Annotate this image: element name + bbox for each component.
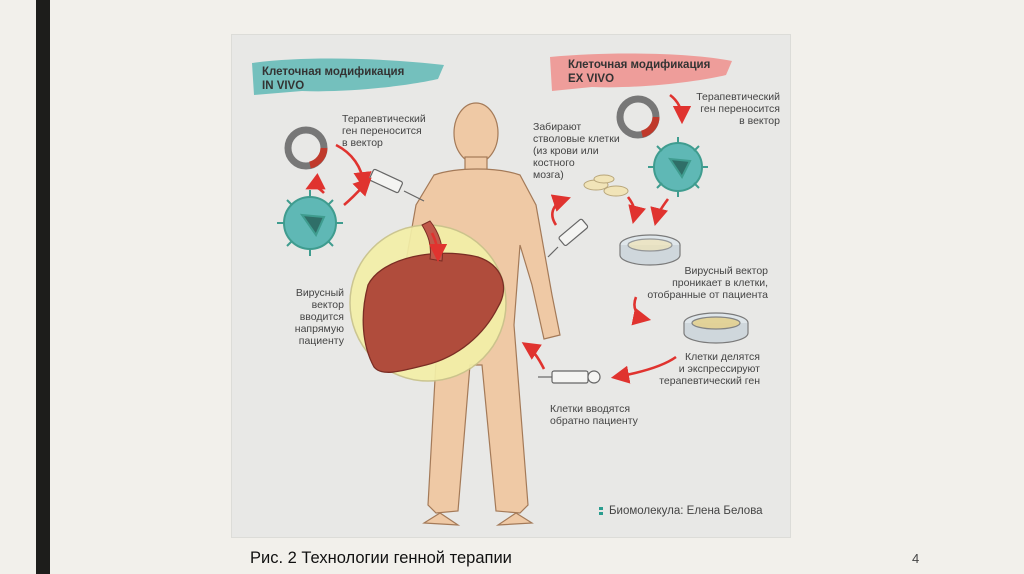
- plasmid-left: [284, 126, 328, 170]
- credit-text: Биомолекула: Елена Белова: [609, 505, 763, 517]
- gene-transfer-right-label: Терапевтический ген переносится в вектор: [696, 91, 780, 127]
- credit-dots-icon: [599, 507, 603, 515]
- viral-vector-direct-label: Вирусный вектор вводится напрямую пациен…: [294, 287, 344, 347]
- virus-left: [277, 190, 343, 256]
- plasmid-right: [616, 95, 660, 139]
- stem-cells-label: Забирают стволовые клетки (из крови или …: [533, 121, 620, 181]
- petri-dish-2: [683, 312, 749, 344]
- diagram-illustration: [252, 53, 749, 526]
- vector-penetrates-label: Вирусный вектор проникает в клетки, отоб…: [647, 265, 768, 301]
- syringe-left: [369, 168, 425, 202]
- ex-vivo-brush: [550, 53, 732, 91]
- process-arrows: [305, 93, 692, 384]
- ex-vivo-heading: Клеточная модификация EX VIVO: [568, 59, 711, 85]
- image-credit: Биомолекула: Елена Белова: [599, 505, 763, 517]
- syringe-return: [538, 370, 601, 384]
- stem-cells: [583, 174, 629, 197]
- petri-dish-1: [619, 234, 681, 266]
- in-vivo-brush: [252, 58, 444, 95]
- in-vivo-heading: Клеточная модификация IN VIVO: [262, 66, 405, 92]
- page-number: 4: [912, 551, 920, 566]
- slide-accent-bar: [36, 0, 50, 574]
- cells-returned-label: Клетки вводятся обратно пациенту: [550, 403, 638, 427]
- cells-divide-label: Клетки делятся и экспрессируют терапевти…: [659, 351, 760, 387]
- gene-transfer-left-label: Терапевтический ген переносится в вектор: [342, 113, 426, 149]
- virus-right: [648, 137, 708, 197]
- slide-caption: Рис. 2 Технологии генной терапии: [250, 549, 512, 567]
- syringe-stem-cells: [547, 218, 589, 258]
- gene-therapy-diagram: Клеточная модификация IN VIVO Клеточная …: [232, 35, 790, 537]
